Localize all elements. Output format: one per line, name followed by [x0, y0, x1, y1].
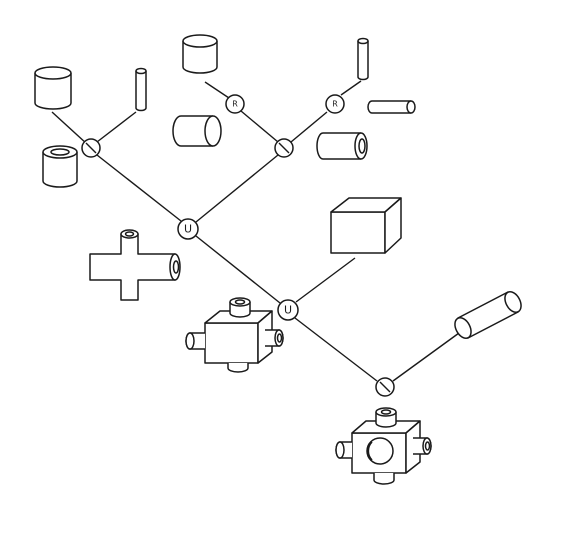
edge — [204, 81, 230, 99]
edge — [96, 111, 137, 143]
rotation-node: R — [225, 94, 245, 114]
edge — [392, 332, 460, 382]
union-node: U — [277, 299, 299, 321]
union-symbol: U — [284, 304, 292, 317]
rotation-node: R — [325, 94, 345, 114]
union-node: U — [177, 218, 199, 240]
union-symbol: U — [184, 223, 192, 236]
rotation-symbol: R — [232, 100, 238, 109]
thin-rod-horizontal-shape — [367, 100, 416, 114]
edge — [290, 111, 328, 143]
difference-node — [81, 138, 101, 158]
cross-pipe-shape — [89, 229, 181, 301]
edge — [340, 80, 362, 96]
edge — [240, 110, 279, 143]
rotation-symbol: R — [332, 100, 338, 109]
box-shape — [330, 197, 402, 254]
cylinder-shape — [182, 34, 218, 74]
tube-shape — [42, 145, 78, 188]
edge — [195, 235, 281, 304]
edge — [195, 154, 279, 223]
box-with-hole-shape — [335, 407, 432, 485]
edge — [295, 257, 356, 303]
edge — [51, 111, 88, 145]
thin-rod-shape — [357, 37, 369, 81]
edge — [96, 154, 182, 222]
thin-rod-shape — [135, 67, 147, 112]
cylinder-diagonal-shape — [454, 290, 522, 340]
edge — [294, 317, 378, 382]
cylinder-shape — [34, 66, 72, 110]
difference-node — [375, 377, 395, 397]
difference-node — [274, 138, 294, 158]
cylinder-horizontal-shape — [172, 115, 222, 147]
tree-edges — [51, 80, 460, 382]
tube-horizontal-shape — [316, 132, 368, 160]
box-with-bosses-shape — [185, 297, 284, 373]
